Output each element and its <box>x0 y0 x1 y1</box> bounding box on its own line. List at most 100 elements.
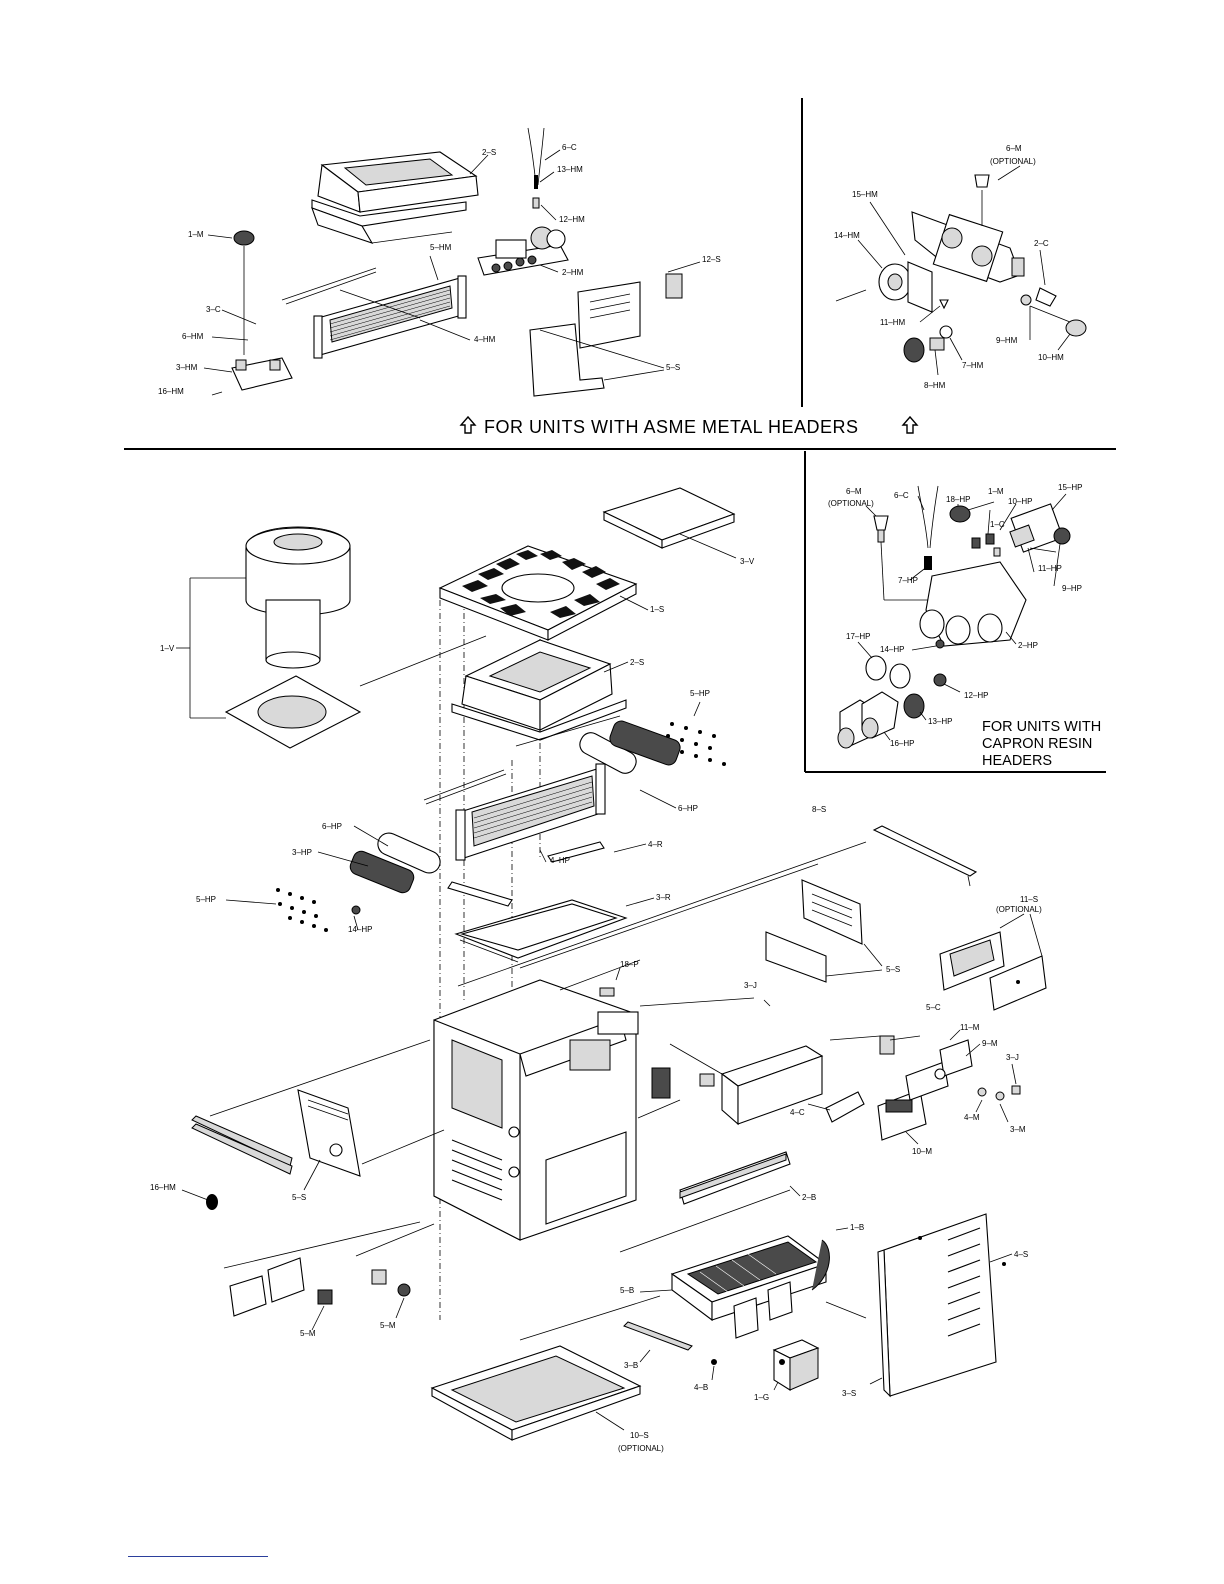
callout-5-HM: 5–HM <box>430 243 452 252</box>
callout-10-S: 10–S <box>630 1431 649 1440</box>
callout-3-J: 3–J <box>744 981 757 990</box>
flue-collector-part <box>311 151 479 244</box>
leader-lines-top-right <box>857 165 1071 376</box>
callout-2-HM: 2–HM <box>562 268 584 277</box>
callout-17-HP: 17–HP <box>846 632 870 641</box>
callout-14-HP-b: 14–HP <box>880 645 904 654</box>
optional-panel-part <box>939 931 1047 1011</box>
leader-lines-top-left <box>203 149 701 381</box>
callout-5-C: 5–C <box>926 1003 941 1012</box>
front-door-part <box>877 1213 1006 1398</box>
up-arrow-icon <box>901 415 919 434</box>
callout-10-HM: 10–HM <box>1038 353 1064 362</box>
callout-3-HM: 3–HM <box>176 363 198 372</box>
pressure-switch-part <box>233 230 255 355</box>
callout-15-HP: 15–HP <box>1058 483 1082 492</box>
callout-4-S: 4–S <box>1014 1250 1028 1259</box>
callout-3-C: 3–C <box>206 305 221 314</box>
main-heater-assembly: 3–V 1–S 1–V 2–S 5–HP 6–HP 6–HP 3–HP 4–HP… <box>150 487 1047 1453</box>
callout-10-M: 10–M <box>912 1147 932 1156</box>
callout-2-S-b: 2–S <box>630 658 644 667</box>
top-panel-part <box>438 545 638 641</box>
callout-5-S-b: 5–S <box>886 965 900 974</box>
callout-3-V: 3–V <box>740 557 755 566</box>
callout-2-C: 2–C <box>1034 239 1049 248</box>
callout-5-S-c: 5–S <box>292 1193 306 1202</box>
callout-4-HM: 4–HM <box>474 335 496 344</box>
callout-5-HP: 5–HP <box>690 689 710 698</box>
resin-caption-line-1: FOR UNITS WITH <box>982 719 1101 735</box>
callout-5-B: 5–B <box>620 1286 634 1295</box>
callout-16-HM: 16–HM <box>158 387 184 396</box>
switch-bracket-part <box>229 1257 411 1317</box>
callout-1-M: 1–M <box>188 230 204 239</box>
callout-4-HP: 4–HP <box>550 856 570 865</box>
lower-header-part <box>211 357 293 396</box>
vent-assembly-part <box>176 526 487 749</box>
callout-12-S: 12–S <box>702 255 721 264</box>
cabinet-part <box>433 979 715 1241</box>
callout-9-M: 9–M <box>982 1039 998 1048</box>
callout-11-M: 11–M <box>960 1023 980 1032</box>
callout-4-C: 4–C <box>790 1108 805 1117</box>
callout-3-R: 3–R <box>656 893 671 902</box>
callout-optional-c: (OPTIONAL) <box>618 1444 664 1453</box>
burner-tray-part <box>670 1151 830 1339</box>
metal-header-assembly: 2–S 6–C 13–HM 12–HM 1–M 5–HM 2–HM 12–S 3… <box>158 127 721 397</box>
callout-6-M-b: 6–M <box>846 487 862 496</box>
callout-1-V: 1–V <box>160 644 175 653</box>
callout-5-HP-b: 5–HP <box>196 895 216 904</box>
callout-16-HM-b: 16–HM <box>150 1183 176 1192</box>
control-panel-part <box>720 1035 1021 1141</box>
callout-5-S: 5–S <box>666 363 680 372</box>
flue-collector-part <box>451 639 627 747</box>
left-side-panel-part <box>191 1089 361 1210</box>
resin-caption-line-2: CAPRON RESIN <box>982 736 1092 752</box>
callout-9-HM: 9–HM <box>996 336 1018 345</box>
callout-14-HM: 14–HM <box>834 231 860 240</box>
callout-14-HP: 14–HP <box>348 925 372 934</box>
callout-3-J-b: 3–J <box>1006 1053 1019 1062</box>
callout-6-M: 6–M <box>1006 144 1022 153</box>
callout-11-HP: 11–HP <box>1038 564 1062 573</box>
callout-5-M: 5–M <box>300 1329 316 1338</box>
callout-12-HM: 12–HM <box>559 215 585 224</box>
callout-11-S: 11–S <box>1020 895 1038 904</box>
metal-header-part <box>477 226 569 276</box>
side-panel-part <box>529 273 683 397</box>
callout-4-R: 4–R <box>648 840 663 849</box>
callout-4-B: 4–B <box>694 1383 708 1392</box>
callout-2-HP: 2–HP <box>1018 641 1038 650</box>
heat-exchanger-part <box>281 267 467 359</box>
resin-header-detail: 6–M (OPTIONAL) 6–C 18–HP 1–M 10–HP 15–HP… <box>828 483 1082 749</box>
heat-exchanger-part <box>423 763 606 907</box>
callout-15-HM: 15–HM <box>852 190 878 199</box>
vent-cap-part <box>602 487 736 549</box>
callout-1-M-b: 1–M <box>988 487 1004 496</box>
callout-16-HP: 16–HP <box>890 739 914 748</box>
callout-3-M: 3–M <box>1010 1125 1026 1134</box>
callout-18-HP: 18–HP <box>946 495 970 504</box>
union-fittings-part <box>837 691 925 749</box>
callout-7-HM: 7–HM <box>962 361 984 370</box>
callout-5-M-b: 5–M <box>380 1321 396 1330</box>
resin-header-right-part <box>579 720 726 774</box>
callout-1-S: 1–S <box>650 605 664 614</box>
resin-header-left-part <box>276 832 441 932</box>
up-arrow-icon <box>459 415 477 434</box>
callout-optional-d: (OPTIONAL) <box>828 499 874 508</box>
leader-lines-main <box>181 533 1043 1431</box>
callout-10-HP: 10–HP <box>1008 497 1032 506</box>
callout-9-HP: 9–HP <box>1062 584 1082 593</box>
burner-rail-part <box>623 1321 717 1365</box>
callout-18-P: 18–P <box>620 960 639 969</box>
callout-2-S: 2–S <box>482 148 496 157</box>
callout-optional-b: (OPTIONAL) <box>996 905 1042 914</box>
callout-2-B: 2–B <box>802 1193 816 1202</box>
callout-7-HP: 7–HP <box>898 576 918 585</box>
base-pan-part <box>430 1345 642 1441</box>
callout-13-HM: 13–HM <box>557 165 583 174</box>
metal-caption-text: FOR UNITS WITH ASME METAL HEADERS <box>484 417 859 437</box>
callout-8-S: 8–S <box>812 805 826 814</box>
